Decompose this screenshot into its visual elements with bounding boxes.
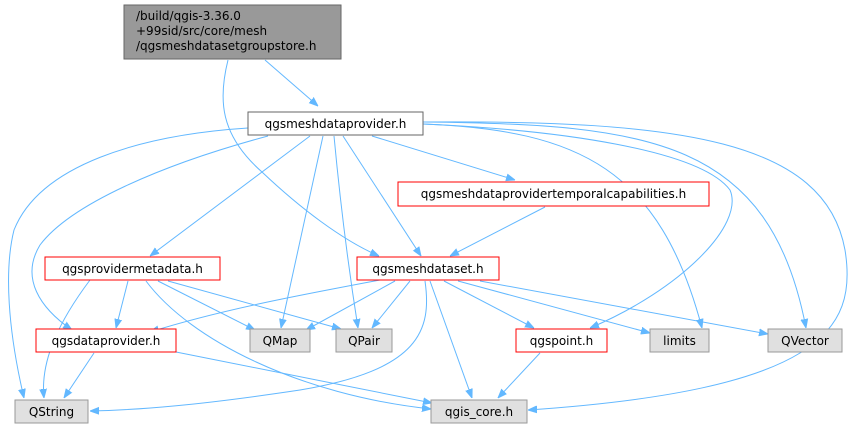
- edge-providermetadata-qmap: [157, 280, 255, 330]
- node-meshdataprovider[interactable]: qgsmeshdataprovider.h: [247, 111, 424, 136]
- node-meshdataset[interactable]: qgsmeshdataset.h: [356, 256, 500, 281]
- edge-root-meshdataprovider: [264, 59, 318, 106]
- node-root-line-3: /qgsmeshdatasetgroupstore.h: [136, 39, 316, 53]
- nodes: /build/qgis-3.36.0 +99sid/src/core/mesh …: [14, 4, 843, 424]
- node-root-line-1: /build/qgis-3.36.0: [136, 9, 241, 23]
- edge-meshdataprovider-qmap: [281, 135, 324, 328]
- node-dataprovider-label: qgsdataprovider.h: [52, 334, 161, 348]
- edge-meshdataset-qpair: [372, 280, 411, 328]
- edge-meshdataset-limits: [457, 280, 650, 333]
- edge-dataprovider-qgiscore: [175, 351, 432, 403]
- node-root[interactable]: /build/qgis-3.36.0 +99sid/src/core/mesh …: [123, 4, 342, 60]
- node-qpair-label: QPair: [348, 334, 380, 348]
- node-qgspoint-label: qgspoint.h: [530, 334, 594, 348]
- node-qstring[interactable]: QString: [14, 399, 89, 424]
- node-root-line-2: +99sid/src/core/mesh: [136, 24, 267, 38]
- edge-meshdataprovider-providermetadata: [150, 135, 311, 256]
- edge-meshdataset-dataprovider: [150, 279, 381, 332]
- edge-meshdataprovider-qvector: [422, 121, 806, 328]
- edge-providermetadata-dataprovider: [116, 280, 129, 328]
- node-qgspoint[interactable]: qgspoint.h: [515, 328, 608, 353]
- node-temporalcaps-label: qgsmeshdataprovidertemporalcapabilities.…: [421, 187, 686, 201]
- edge-meshdataprovider-qstring: [8, 127, 249, 398]
- node-qpair[interactable]: QPair: [335, 328, 393, 353]
- node-qstring-label: QString: [29, 405, 74, 419]
- node-qmap[interactable]: QMap: [249, 328, 311, 353]
- node-qgiscore-label: qgis_core.h: [445, 405, 513, 419]
- node-meshdataprovider-label: qgsmeshdataprovider.h: [265, 117, 407, 131]
- edge-temporalcaps-meshdataset: [450, 206, 546, 256]
- node-qvector[interactable]: QVector: [767, 328, 843, 353]
- edge-meshdataset-qgspoint: [443, 280, 534, 328]
- node-qmap-label: QMap: [263, 334, 298, 348]
- edge-root-meshdataset: [222, 59, 379, 256]
- edge-meshdataset-qstring: [90, 280, 428, 411]
- node-temporalcaps[interactable]: qgsmeshdataprovidertemporalcapabilities.…: [397, 181, 710, 207]
- node-providermetadata[interactable]: qgsprovidermetadata.h: [44, 256, 221, 281]
- edge-dataprovider-qstring: [64, 352, 95, 398]
- edge-qgspoint-qgiscore: [498, 352, 541, 398]
- edge-meshdataset-qmap: [306, 280, 396, 330]
- node-dataprovider[interactable]: qgsdataprovider.h: [35, 328, 177, 353]
- node-limits[interactable]: limits: [649, 328, 710, 353]
- node-providermetadata-label: qgsprovidermetadata.h: [62, 262, 203, 276]
- node-qgiscore[interactable]: qgis_core.h: [430, 399, 528, 424]
- edge-meshdataset-qgiscore: [429, 280, 472, 398]
- edge-meshdataprovider-qpair: [333, 135, 358, 328]
- node-limits-label: limits: [663, 334, 696, 348]
- edge-meshdataprovider-dataprovider: [31, 135, 269, 330]
- node-meshdataset-label: qgsmeshdataset.h: [372, 262, 483, 276]
- edge-meshdataprovider-qgiscore: [422, 121, 848, 410]
- edge-meshdataprovider-meshdataset: [342, 135, 421, 256]
- edges: [8, 59, 848, 411]
- edge-meshdataprovider-temporalcaps: [371, 135, 515, 180]
- edge-meshdataprovider-qgspoint: [422, 123, 733, 328]
- node-qvector-label: QVector: [781, 334, 829, 348]
- edge-providermetadata-qgiscore: [145, 280, 431, 409]
- edge-meshdataprovider-limits: [422, 123, 702, 328]
- edge-meshdataset-qvector: [479, 280, 768, 334]
